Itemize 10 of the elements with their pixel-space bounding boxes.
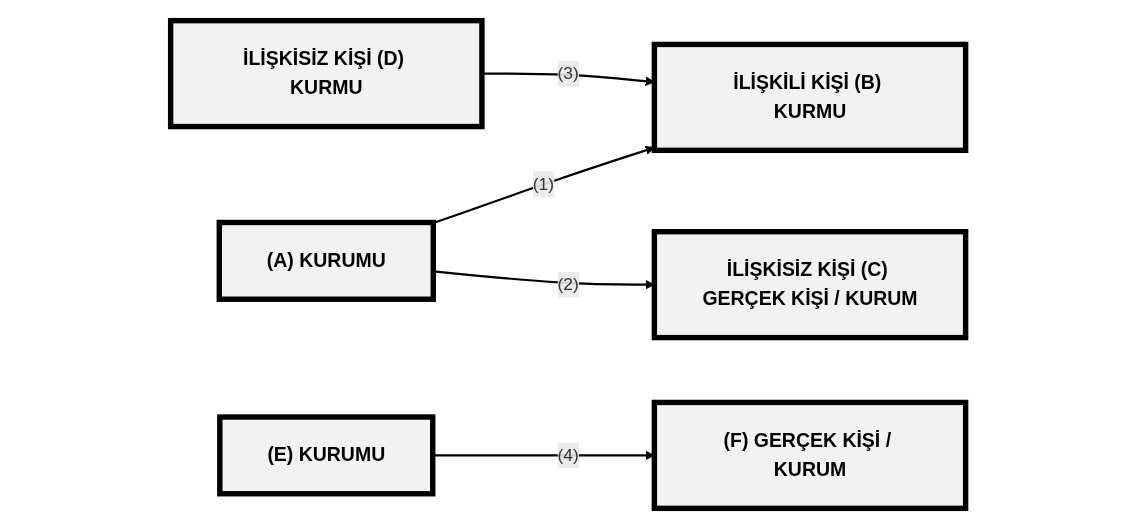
node-box: (F) GERÇEK KİŞİ / KURUM bbox=[651, 399, 969, 512]
edge-label: (2) bbox=[557, 274, 579, 294]
edge-label: (4) bbox=[557, 445, 579, 465]
node-box: İLİŞKİSİZ KİŞİ (D) KURMU bbox=[167, 17, 485, 130]
node-box: İLİŞKİSİZ KİŞİ (C) GERÇEK KİŞİ / KURUM bbox=[651, 228, 969, 341]
node-box: (A) KURUMU bbox=[216, 219, 436, 302]
node-box: İLİŞKİLİ KİŞİ (B) KURMU bbox=[651, 41, 969, 154]
edge-label: (1) bbox=[532, 174, 554, 193]
node-box: (E) KURUMU bbox=[217, 414, 436, 497]
edge-label: (3) bbox=[557, 63, 579, 83]
